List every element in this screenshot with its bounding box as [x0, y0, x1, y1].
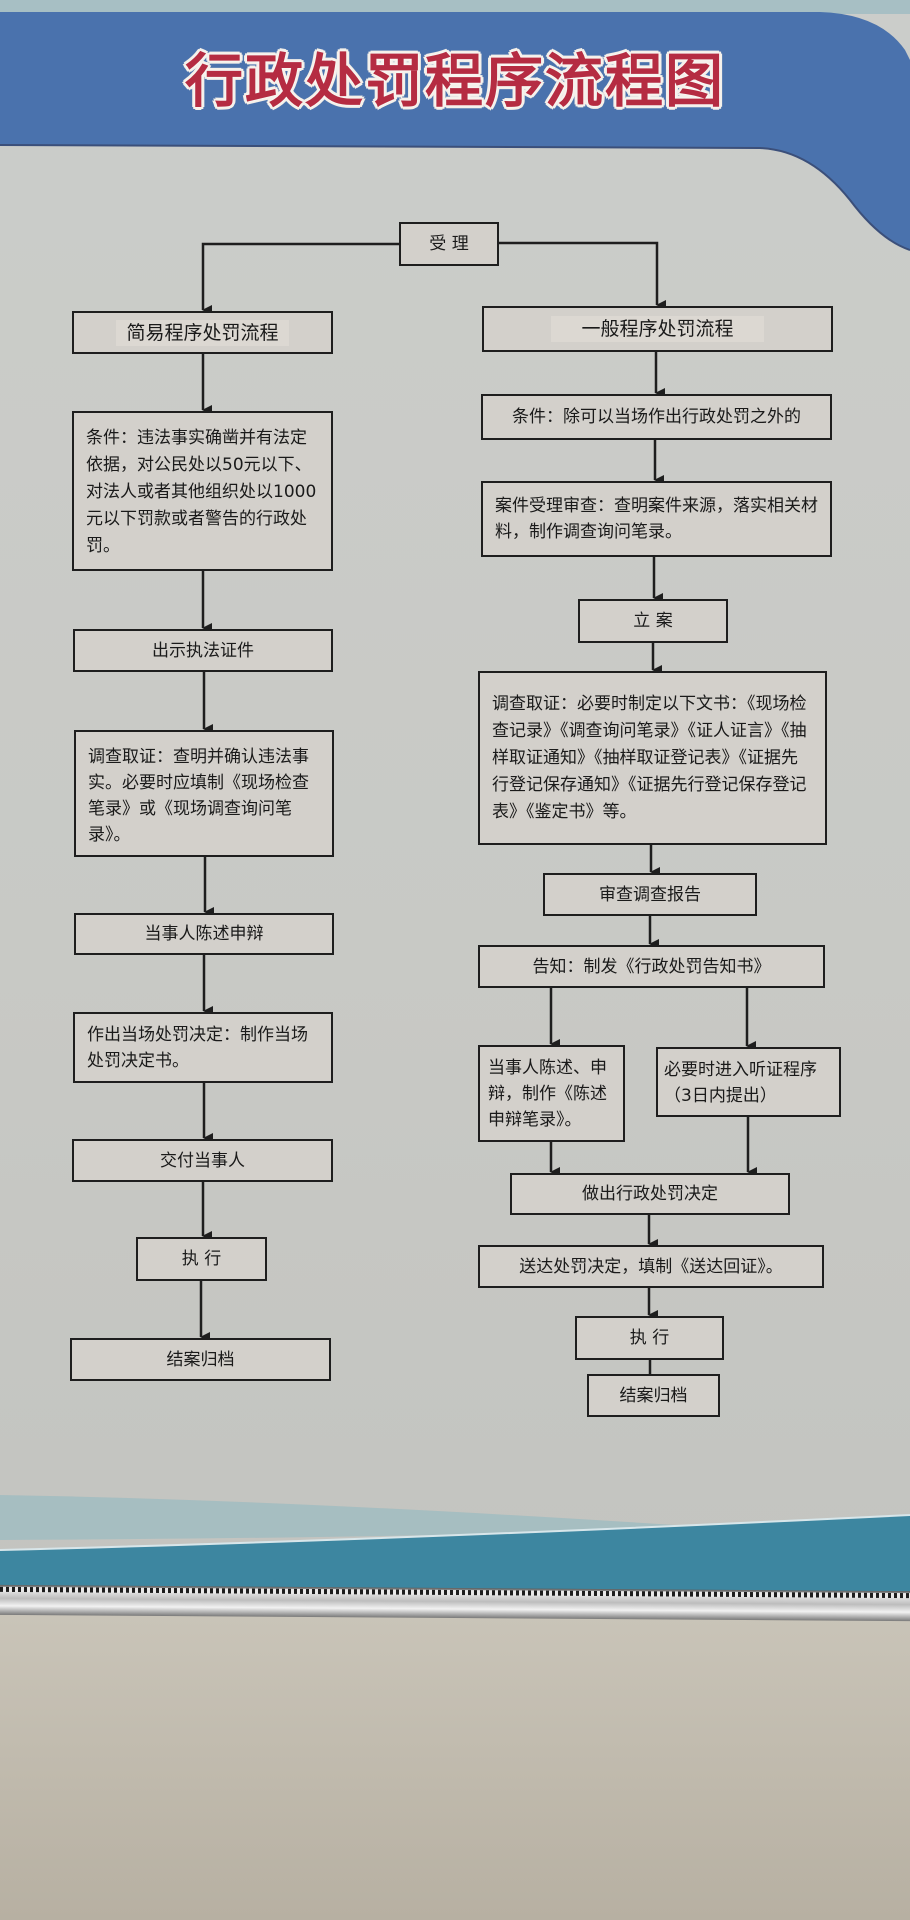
simple-step-text: 作出当场处罚决定：制作当场处罚决定书。: [87, 1025, 308, 1071]
general-step-text: 案件受理审查：查明案件来源，落实相关材料，制作调查询问笔录。: [495, 496, 818, 542]
simple-step-condition: 条件：违法事实确凿并有法定依据，对公民处以50元以下、对法人或者其他组织处以10…: [72, 411, 333, 571]
simple-heading: 简易程序处罚流程: [116, 319, 289, 346]
general-step-notify: 告知：制发《行政处罚告知书》: [478, 945, 825, 988]
general-step-text: 做出行政处罚决定: [582, 1184, 718, 1204]
simple-step-investigate: 调查取证：查明并确认违法事实。必要时应填制《现场检查笔录》或《现场调查询问笔录》…: [74, 730, 334, 857]
general-heading-box: 一般程序处罚流程: [482, 306, 833, 352]
general-step-condition: 条件：除可以当场作出行政处罚之外的: [481, 394, 832, 440]
simple-step-show-id: 出示执法证件: [73, 629, 333, 672]
simple-step-text: 交付当事人: [160, 1150, 245, 1171]
simple-heading-box: 简易程序处罚流程: [72, 311, 333, 354]
simple-step-text: 当事人陈述申辩: [144, 924, 264, 944]
general-step-text: 条件：除可以当场作出行政处罚之外的: [512, 407, 801, 427]
general-branch-text: 当事人陈述、申辩，制作《陈述申辩笔录》。: [488, 1058, 607, 1130]
start-box: 受 理: [399, 222, 499, 266]
simple-step-text: 条件：违法事实确凿并有法定依据，对公民处以50元以下、对法人或者其他组织处以10…: [86, 428, 317, 556]
general-step-review: 案件受理审查：查明案件来源，落实相关材料，制作调查询问笔录。: [481, 481, 832, 557]
general-step-text: 调查取证：必要时制定以下文书：《现场检查记录》《调查询问笔录》《证人证言》《抽样…: [492, 694, 807, 822]
general-branch-statement: 当事人陈述、申辩，制作《陈述申辩笔录》。: [478, 1045, 625, 1142]
start-label: 受 理: [429, 234, 469, 254]
simple-step-deliver: 交付当事人: [72, 1139, 333, 1182]
wall-background: [0, 1615, 910, 1920]
simple-step-text: 结案归档: [166, 1349, 235, 1370]
general-step-text: 告知：制发《行政处罚告知书》: [532, 956, 771, 977]
general-step-serve: 送达处罚决定，填制《送达回证》。: [478, 1245, 824, 1288]
general-step-text: 结案归档: [619, 1385, 688, 1406]
general-branch-hearing: 必要时进入听证程序（3日内提出）: [656, 1047, 841, 1117]
simple-step-execute: 执 行: [136, 1237, 267, 1281]
simple-step-text: 出示执法证件: [152, 640, 254, 661]
general-heading: 一般程序处罚流程: [551, 316, 764, 342]
general-step-decision: 做出行政处罚决定: [510, 1173, 790, 1215]
simple-step-archive: 结案归档: [70, 1338, 331, 1381]
general-step-archive: 结案归档: [587, 1374, 720, 1417]
simple-step-text: 调查取证：查明并确认违法事实。必要时应填制《现场检查笔录》或《现场调查询问笔录》…: [88, 747, 309, 845]
general-branch-text: 必要时进入听证程序（3日内提出）: [664, 1060, 817, 1106]
general-step-report: 审查调查报告: [543, 873, 757, 916]
general-step-text: 执 行: [629, 1328, 670, 1348]
general-step-text: 送达处罚决定，填制《送达回证》。: [519, 1256, 783, 1277]
simple-step-statement: 当事人陈述申辩: [74, 913, 334, 955]
simple-step-text: 执 行: [181, 1249, 222, 1269]
general-step-execute: 执 行: [575, 1316, 724, 1360]
general-step-text: 立 案: [633, 611, 673, 631]
general-step-file-case: 立 案: [578, 599, 728, 643]
simple-step-decision: 作出当场处罚决定：制作当场处罚决定书。: [73, 1012, 333, 1083]
header-banner: [0, 12, 910, 251]
poster-top-strip: [0, 0, 910, 14]
general-step-investigate: 调查取证：必要时制定以下文书：《现场检查记录》《调查询问笔录》《证人证言》《抽样…: [478, 671, 827, 845]
page-title: 行政处罚程序流程图: [184, 47, 725, 115]
general-step-text: 审查调查报告: [599, 884, 701, 905]
